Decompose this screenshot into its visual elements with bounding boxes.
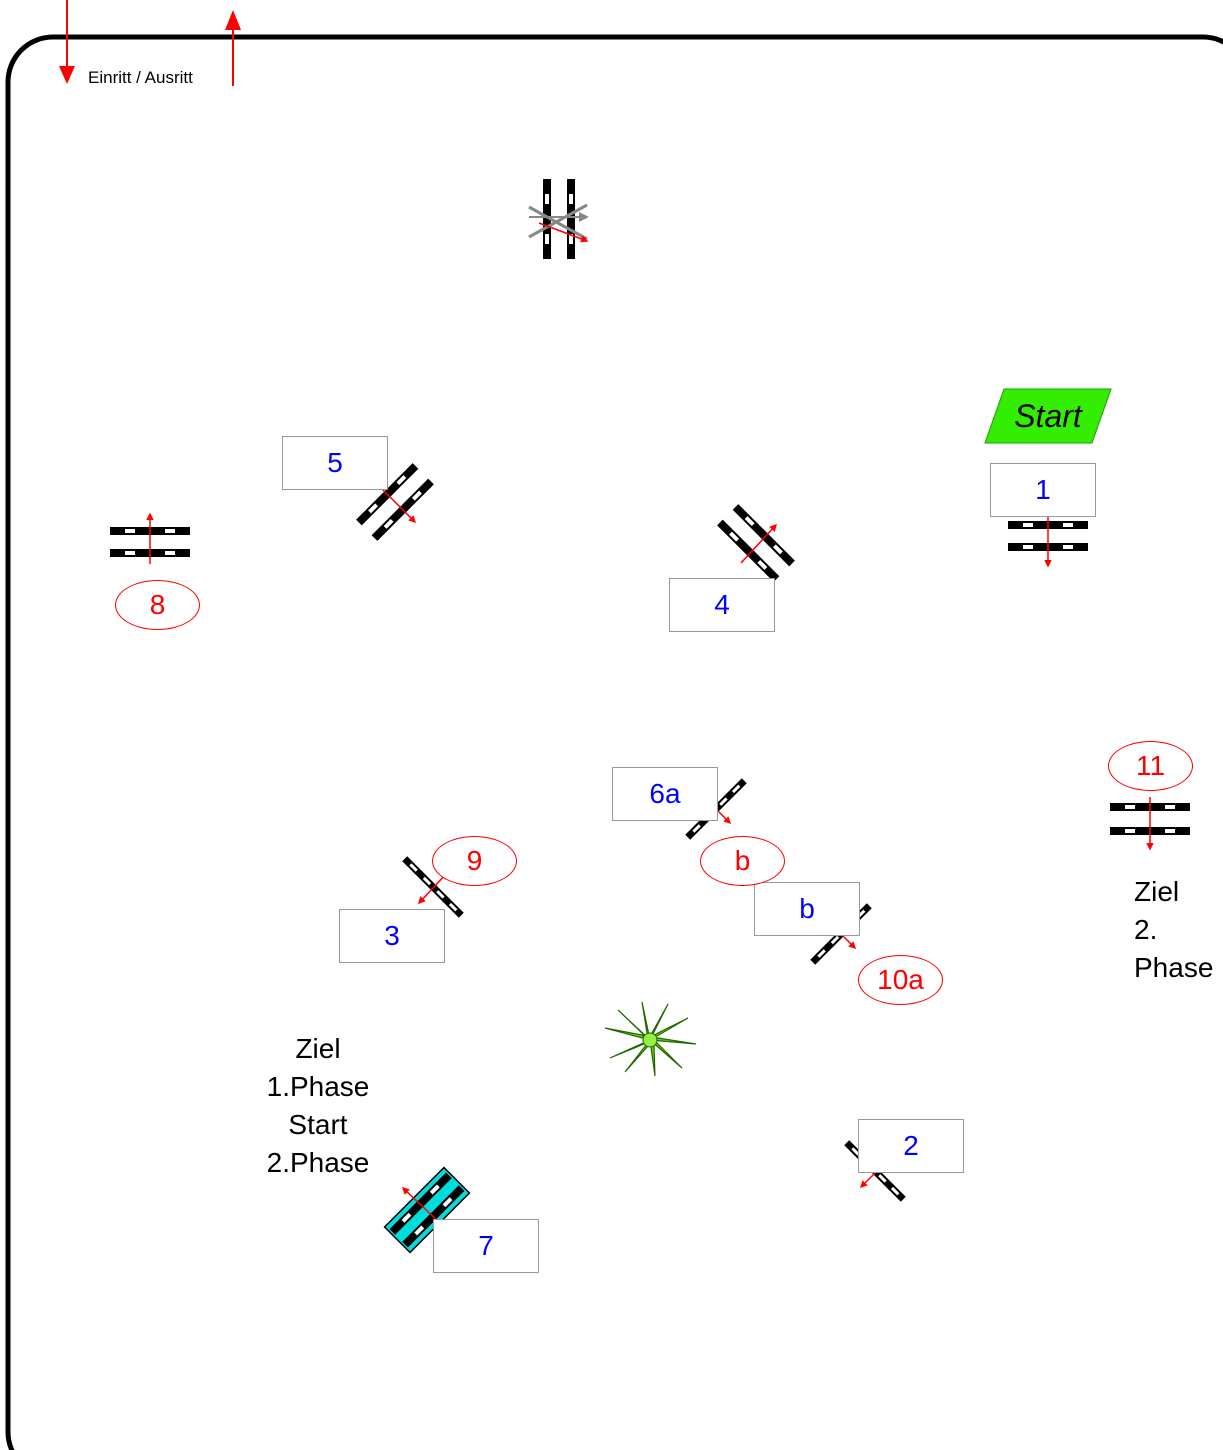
obstacle-number-1: 1 [990, 463, 1096, 517]
obstacle-number-6b: b [754, 882, 860, 936]
crossed-jump-icon [529, 179, 587, 259]
obstacle-number-5: 5 [282, 436, 388, 490]
obstacle-number-2: 2 [858, 1119, 964, 1173]
marker-11: 11 [1108, 741, 1193, 791]
arena-border [8, 37, 1223, 1450]
obstacle-number-3: 3 [339, 909, 445, 963]
obstacle-number-6a: 6a [612, 767, 718, 821]
marker-8: 8 [115, 580, 200, 630]
finish-phase-2-label: Ziel 2. Phase [1134, 873, 1223, 987]
finish1-line3: Start [248, 1106, 388, 1144]
finish1-line1: Ziel [248, 1030, 388, 1068]
marker-10a: 10a [858, 955, 943, 1005]
obstacle-number-7: 7 [433, 1219, 539, 1273]
marker-9: 9 [432, 836, 517, 886]
finish1-line4: 2.Phase [248, 1144, 388, 1182]
finish2-line3: Phase [1134, 949, 1223, 987]
finish2-line1: Ziel [1134, 873, 1223, 911]
jump-11 [1110, 797, 1190, 849]
finish2-line2: 2. [1134, 911, 1223, 949]
start-label: Start [985, 389, 1111, 443]
jump-1 [1008, 516, 1088, 566]
obstacle-number-4: 4 [669, 578, 775, 632]
finish-phase-1-label: Ziel 1.Phase Start 2.Phase [248, 1030, 388, 1182]
plant-icon [605, 1002, 696, 1076]
marker-6b: b [700, 836, 785, 886]
entry-label: Einritt / Ausritt [88, 68, 193, 88]
jump-4 [717, 504, 795, 582]
finish1-line2: 1.Phase [248, 1068, 388, 1106]
jump-8 [110, 514, 190, 564]
